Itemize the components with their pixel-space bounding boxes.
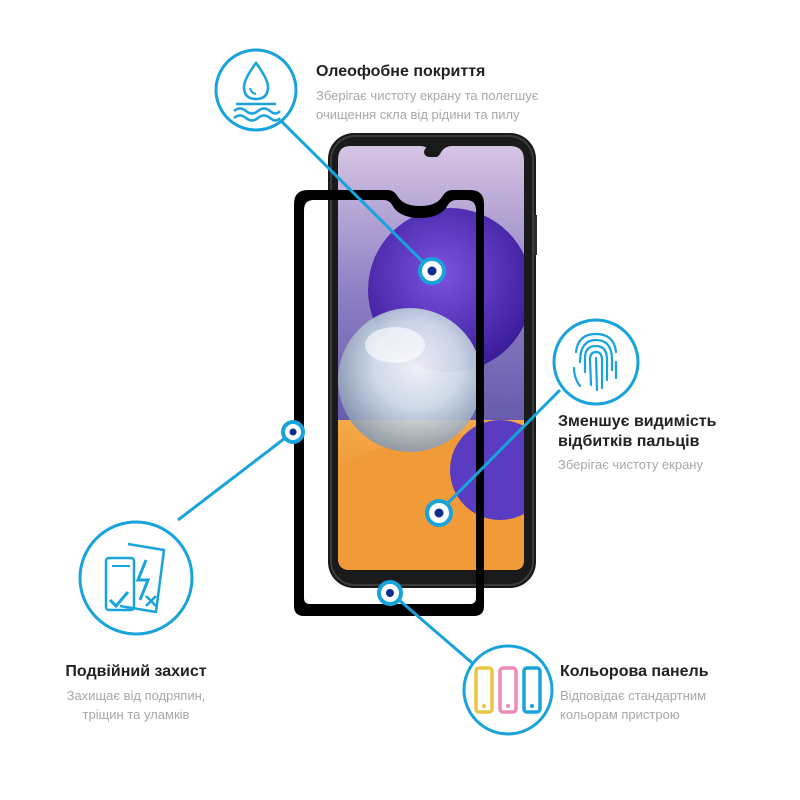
- target-marker-double: [281, 420, 305, 444]
- connector-line-fingerprint: [437, 388, 562, 514]
- water-drop-icon: [214, 48, 298, 132]
- connector-line-double: [177, 430, 294, 522]
- feature-desc-line2: очищення скла від рідини та пилу: [316, 107, 520, 122]
- target-marker-color-panel: [377, 580, 403, 606]
- feature-title: Олеофобне покриття: [316, 63, 486, 80]
- target-marker-fingerprint: [425, 499, 453, 527]
- double-protection-icon: [78, 520, 194, 636]
- feature-color-panel: Кольорова панель Відповідає стандартним …: [560, 662, 709, 724]
- feature-title-line2: відбитків пальців: [558, 433, 700, 450]
- feature-oleophobic: Олеофобне покриття Зберігає чистоту екра…: [316, 62, 538, 124]
- connector-line-oleophobic: [256, 96, 434, 273]
- feature-desc-line2: тріщин та уламків: [82, 707, 190, 722]
- feature-title-line1: Зменшує видимість: [558, 413, 717, 430]
- feature-title: Подвійний захист: [65, 663, 207, 680]
- phone-edge: [330, 135, 534, 586]
- color-panel-icon: [462, 644, 554, 736]
- fingerprint-icon: [552, 318, 640, 406]
- connector-line-color-panel: [390, 591, 479, 670]
- feature-desc-line2: кольорам пристрою: [560, 707, 680, 722]
- feature-desc-line1: Захищає від подряпин,: [66, 688, 206, 703]
- feature-desc: Зберігає чистоту екрану: [558, 457, 703, 472]
- feature-double: Подвійний захист Захищає від подряпин, т…: [46, 662, 226, 724]
- feature-title: Кольорова панель: [560, 663, 709, 680]
- camera-notch: [424, 147, 440, 157]
- feature-desc-line1: Відповідає стандартним: [560, 688, 707, 703]
- feature-desc-line1: Зберігає чистоту екрану та полегшує: [316, 88, 539, 103]
- target-marker-oleophobic: [418, 257, 446, 285]
- phone-side-button: [534, 215, 537, 255]
- feature-fingerprint: Зменшує видимість відбитків пальців Збер…: [558, 412, 716, 474]
